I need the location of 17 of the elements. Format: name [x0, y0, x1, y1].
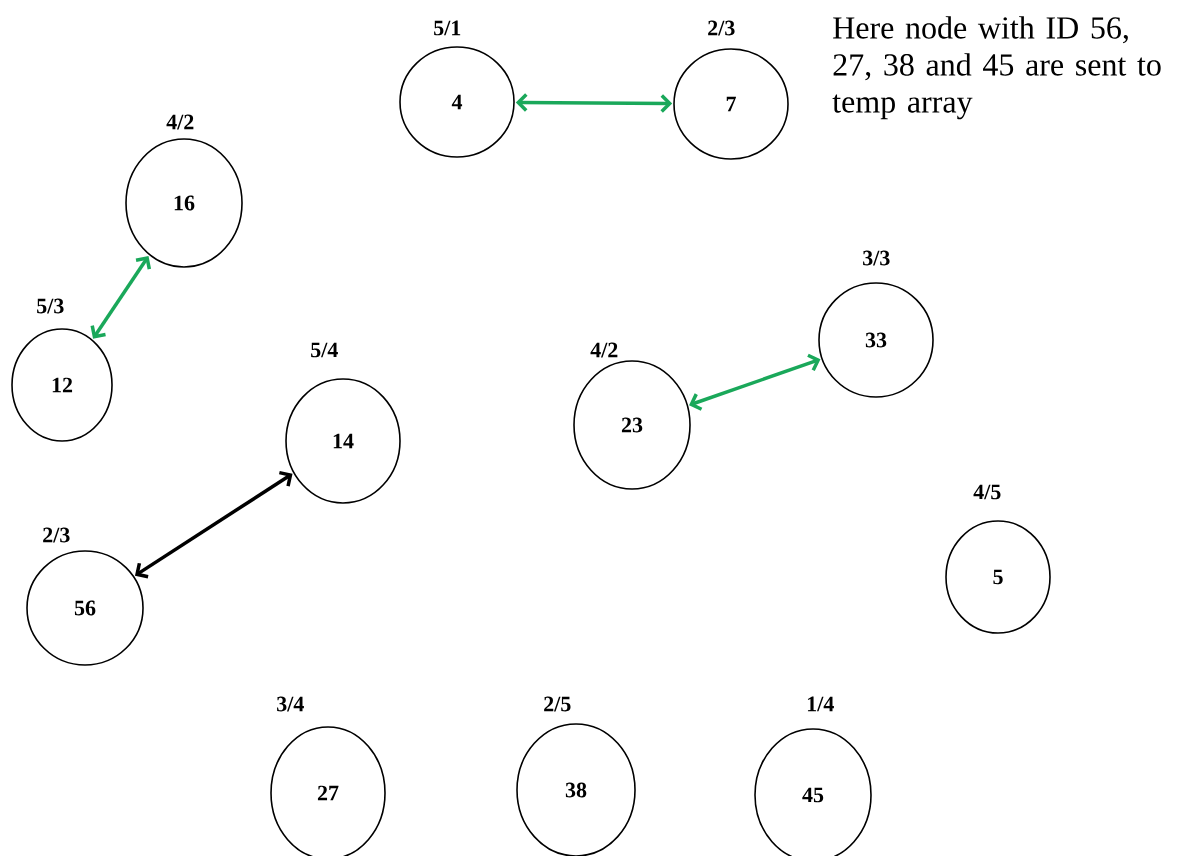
- double-arrow: [134, 470, 293, 579]
- ratio-label: 3/3: [863, 250, 890, 266]
- ratio-label: 5/3: [37, 298, 64, 314]
- ratio-label: 1/4: [807, 696, 834, 712]
- ratio-label: 5/1: [434, 20, 461, 36]
- double-arrow: [689, 353, 821, 411]
- double-arrow: [90, 255, 152, 339]
- ratio-label: 3/4: [277, 696, 304, 712]
- ratio-label: 2/3: [708, 20, 735, 36]
- ratio-label: 2/5: [544, 696, 571, 712]
- note-text: Here node with ID 56, 27, 38 and 45 are sent to temp array: [832, 16, 1161, 120]
- ratio-label: 5/4: [311, 342, 338, 358]
- ratio-label: 2/3: [43, 527, 70, 543]
- ratio-label: 4/2: [166, 114, 194, 130]
- ratio-label: 4/2: [590, 342, 618, 358]
- ratio-label: 4/5: [973, 484, 1001, 500]
- double-arrow: [515, 93, 673, 113]
